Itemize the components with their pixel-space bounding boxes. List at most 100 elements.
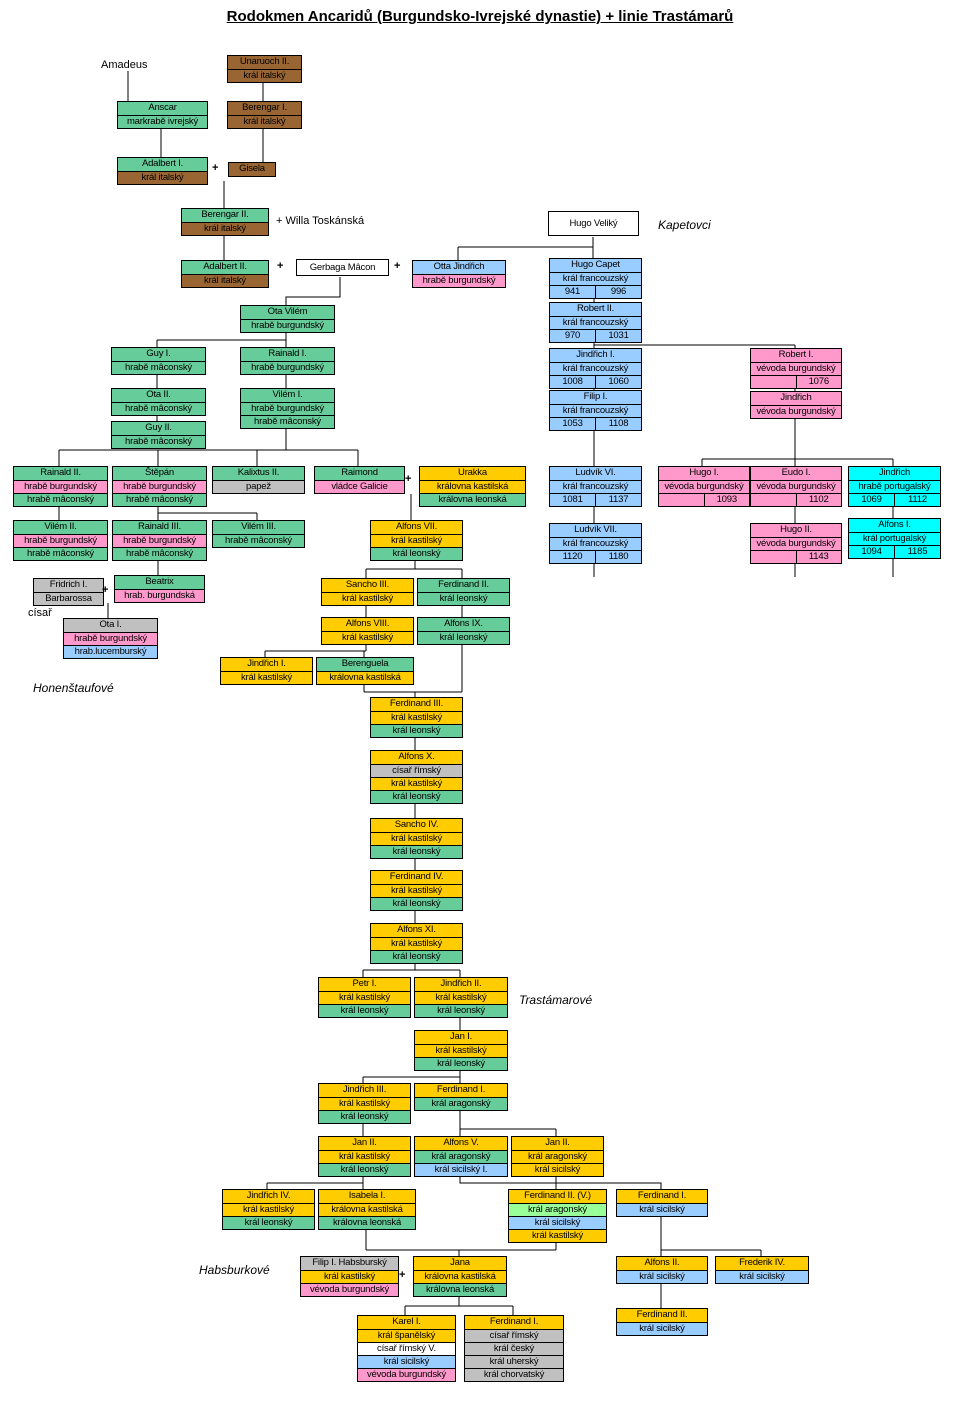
person-text-row: Ota I. — [64, 619, 157, 632]
year-cell: 1102 — [795, 494, 842, 506]
person-text-row: Filip I. Habsburský — [301, 1257, 398, 1270]
person-text-row: královna leonská — [420, 493, 525, 506]
person-text-row: královna leonská — [319, 1216, 415, 1229]
person-text-row: vévoda burgundský — [751, 480, 841, 493]
person-text-row: hrabě mâconský — [14, 493, 107, 506]
person-text-row: král italský — [118, 171, 207, 184]
label-plus-fridrich: + — [102, 584, 109, 596]
person-text-row: král sicilský — [617, 1203, 707, 1216]
person-text-row: král kastilský — [415, 991, 507, 1004]
person-text-row: královna kastilská — [319, 1203, 415, 1216]
person-text-row: hrabě burgundský — [113, 534, 206, 547]
person-text-row: Ferdinand II. (V.) — [509, 1190, 606, 1203]
person-text-row: hrabě burgundský — [241, 402, 334, 415]
person-text-row: král sicilský — [512, 1163, 603, 1176]
person-text-row: král leonský — [319, 1004, 410, 1017]
person-text-row: Alfons VIII. — [322, 618, 413, 631]
person-text-row: Unaruoch II. — [228, 56, 301, 69]
person-text-row: markrabě ivrejský — [118, 115, 207, 128]
person-text-row: hrabě burgundský — [64, 632, 157, 645]
person-text-row: Berengar I. — [228, 102, 301, 115]
person-text-row: Vilém III. — [213, 521, 304, 534]
person-box-guy-ii: Guy II.hrabě mâconský — [111, 421, 206, 449]
person-box-alfons-viii: Alfons VIII.král kastilský — [321, 617, 414, 645]
person-text-row: Jindřich — [751, 392, 841, 405]
person-text-row: král aragonský — [509, 1203, 606, 1216]
person-text-row: Rainald I. — [241, 348, 334, 361]
person-text-row: král kastilský — [221, 671, 312, 684]
person-text-row: král kastilský — [371, 937, 462, 950]
person-text-row: Jan II. — [512, 1137, 603, 1150]
label-plus-gerbaga: + — [394, 260, 401, 272]
person-text-row: Jindřich I. — [550, 349, 641, 362]
person-text-row: Alfons IX. — [418, 618, 509, 631]
person-years-row: 1076 — [751, 375, 841, 388]
person-text-row: Sancho III. — [322, 579, 413, 592]
year-cell: 1108 — [595, 418, 641, 430]
person-text-row: král kastilský — [322, 631, 413, 644]
person-text-row: Jindřich II. — [415, 978, 507, 991]
person-text-row: král kastilský — [371, 832, 462, 845]
person-text-row: Gisela — [229, 163, 275, 176]
person-text-row: král kastilský — [371, 711, 462, 724]
year-cell: 1120 — [562, 551, 583, 562]
person-text-row: Ferdinand III. — [371, 698, 462, 711]
person-text-row: Isabela I. — [319, 1190, 415, 1203]
person-text-row: Berengar II. — [182, 209, 268, 222]
person-text-row: Sancho IV. — [371, 819, 462, 832]
person-text-row: vévoda burgundský — [358, 1368, 455, 1381]
person-box-sancho-iii: Sancho III.král kastilský — [321, 578, 414, 606]
person-text-row: císař římský — [465, 1329, 563, 1342]
person-text-row: král leonský — [223, 1216, 314, 1229]
person-years-row: 1093 — [659, 493, 749, 506]
person-text-row: král italský — [228, 115, 301, 128]
person-box-adalbert-i: Adalbert I.král italský — [117, 157, 208, 185]
year-cell: 1069 — [861, 494, 882, 505]
year-cell — [751, 494, 796, 506]
person-text-row: král kastilský — [319, 991, 410, 1004]
year-cell — [751, 376, 796, 388]
person-text-row: vévoda burgundský — [659, 480, 749, 493]
person-text-row: král francouzský — [550, 316, 641, 329]
person-text-row: hrabě burgundský — [14, 480, 107, 493]
person-text-row: Alfons I. — [849, 519, 940, 532]
person-text-row: Ferdinand I. — [465, 1316, 563, 1329]
person-text-row: král leonský — [371, 950, 462, 963]
person-text-row: Ota Vilém — [241, 306, 334, 319]
person-text-row: Ferdinand II. — [418, 579, 509, 592]
person-box-fridrich-barbarossa: Fridrich I.Barbarossa — [33, 578, 104, 606]
year-cell: 1180 — [595, 551, 641, 563]
person-text-row: Alfons VII. — [371, 521, 462, 534]
person-text-row: hrabě mâconský — [241, 415, 334, 428]
person-years-row: 1143 — [751, 550, 841, 563]
person-text-row: Jindřich I. — [221, 658, 312, 671]
person-text-row: král kastilský — [371, 777, 462, 790]
person-text-row: Ferdinand IV. — [371, 871, 462, 884]
person-text-row: hrab. burgundská — [115, 589, 204, 602]
person-text-row: král sicilský — [617, 1270, 707, 1283]
person-text-row: král sicilský — [617, 1322, 707, 1335]
person-text-row: král kastilský — [301, 1270, 398, 1283]
person-text-row: vévoda burgundský — [301, 1283, 398, 1296]
person-text-row: hrabě burgundský — [14, 534, 107, 547]
person-box-berengar-i: Berengar I.král italský — [227, 101, 302, 129]
year-cell: 1143 — [795, 551, 842, 563]
label-plus-filip: + — [399, 1269, 406, 1281]
